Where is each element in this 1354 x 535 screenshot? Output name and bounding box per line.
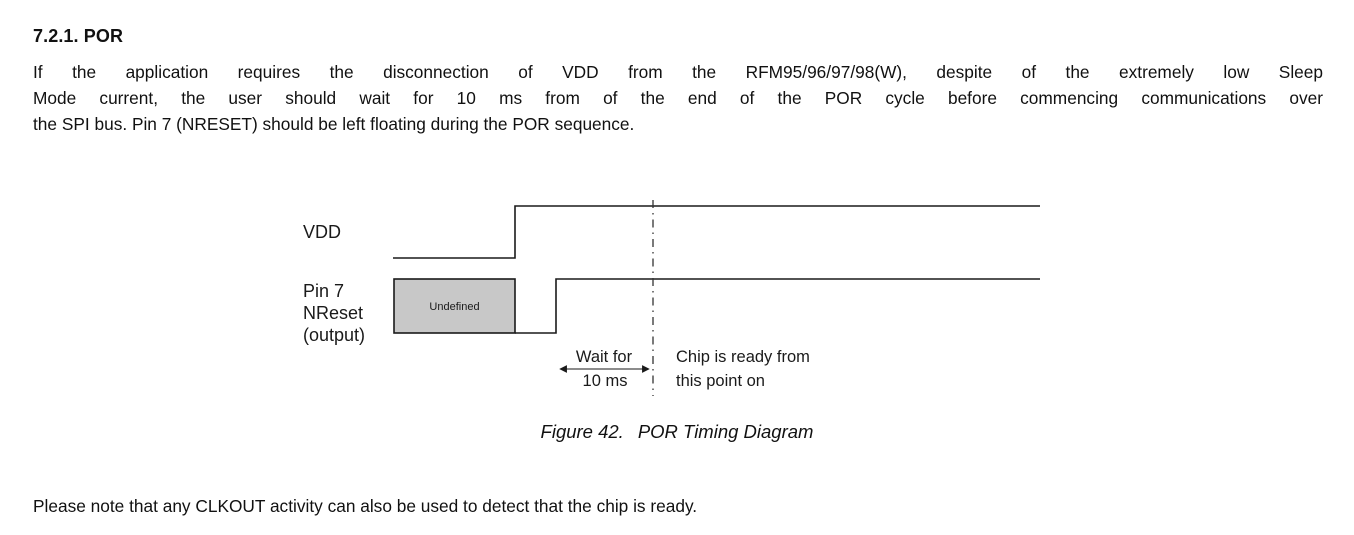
figure-number: Figure 42. xyxy=(540,421,624,442)
ready-label-line1: Chip is ready from xyxy=(676,348,810,366)
figure-title: POR Timing Diagram xyxy=(637,421,814,442)
paragraph-line: the SPI bus. Pin 7 (NRESET) should be le… xyxy=(33,114,635,134)
section-paragraph: If the application requires the disconne… xyxy=(33,59,1323,137)
vdd-waveform xyxy=(393,205,1040,259)
vdd-signal-label: VDD xyxy=(303,222,341,242)
undefined-region xyxy=(393,278,516,334)
clkout-note: Please note that any CLKOUT activity can… xyxy=(33,496,698,516)
nreset-signal-label-line1: Pin 7 xyxy=(303,281,344,301)
nreset-signal-label-line3: (output) xyxy=(303,325,365,345)
ready-label-line2: this point on xyxy=(676,372,765,390)
figure-caption: Figure 42. POR Timing Diagram xyxy=(0,421,1354,443)
section-heading: 7.2.1. POR xyxy=(33,26,124,46)
wait-label-line2: 10 ms xyxy=(583,372,628,390)
nreset-waveform xyxy=(515,278,1040,334)
undefined-region-label: Undefined xyxy=(429,301,479,313)
nreset-signal-label-line2: NReset xyxy=(303,303,363,323)
paragraph-line: If the application requires the disconne… xyxy=(33,62,1323,82)
paragraph-line: Mode current, the user should wait for 1… xyxy=(33,88,1323,108)
wait-label-line1: Wait for xyxy=(576,348,633,366)
